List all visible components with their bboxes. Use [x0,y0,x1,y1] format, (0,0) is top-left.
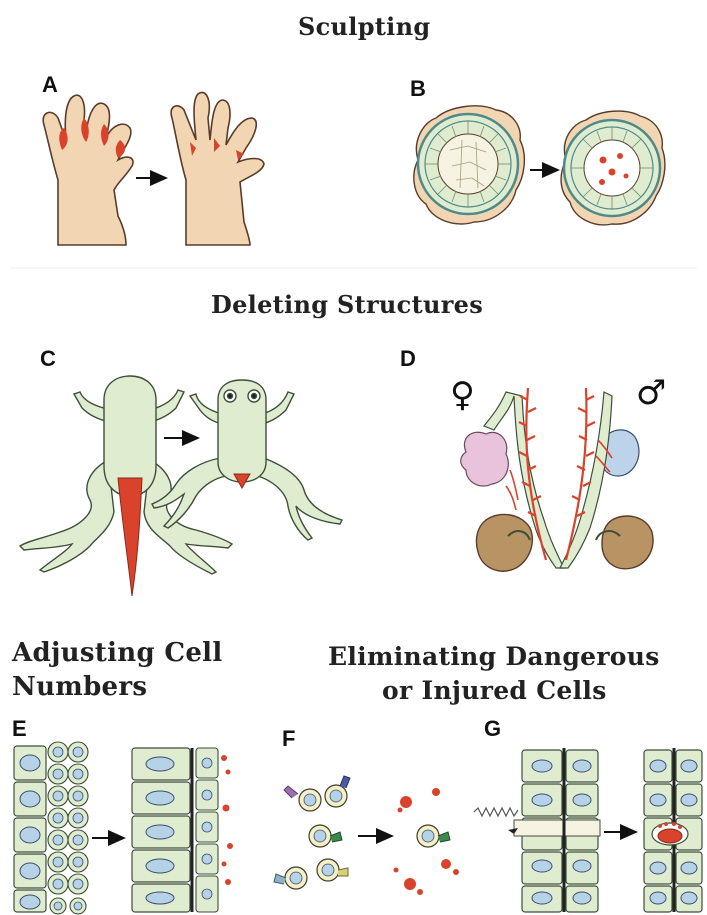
panel-a-paw-before [43,95,133,245]
panel-f-cells-after [394,788,460,895]
panel-c-frog-after [152,380,342,540]
ovary [461,432,509,486]
panel-g-epithelium-before [474,748,600,912]
panel-c-tail [118,478,142,596]
panel-e-epithelium-after [132,748,233,912]
panel-e-epithelium-before [14,742,88,914]
right-kidney [602,516,653,569]
panel-b-structure-after [561,111,665,225]
left-kidney [476,514,532,571]
panel-a-paw-after [171,92,264,245]
radiation-squiggle [474,808,518,816]
panel-f-cells-before [274,776,350,889]
panel-g-epithelium-after [644,748,702,912]
panel-b-structure-before [414,106,525,224]
panel-d-ducts [461,388,653,571]
